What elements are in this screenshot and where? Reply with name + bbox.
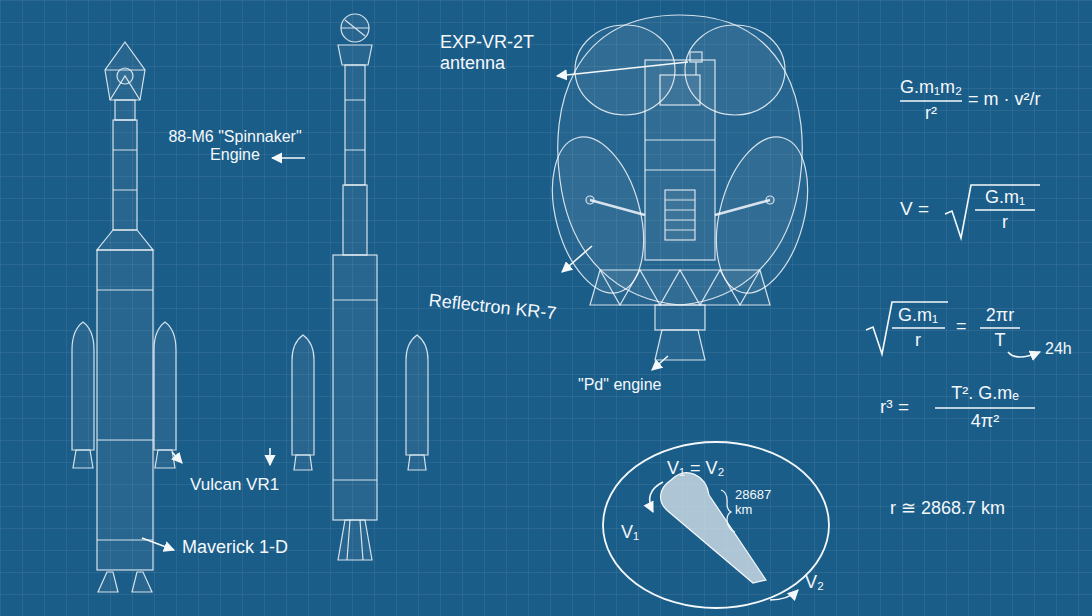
satellite [665,190,695,240]
orbit-ellipse: V₁ = V₂ V₁ 28687 km [601,440,831,610]
equation-term: 24h [1045,340,1072,358]
equation-term: r [915,330,921,351]
rocket-right [338,45,372,65]
leader-arrow [272,157,305,159]
rocket-right [333,300,377,480]
equation-term: V = [900,198,929,220]
velocity-label: V₂ [805,572,824,593]
equation-term: r [1002,212,1008,233]
rocket-right [408,455,426,470]
equation-term: V₁ = V₂ [667,458,725,479]
equation-strokes [866,101,1040,408]
rocket-left [97,230,153,250]
satellite [590,270,770,305]
satellite [690,52,702,62]
satellite [660,75,700,105]
equation-strokes [935,407,1035,409]
rocket-right [292,335,314,455]
equation-term: r² [925,103,937,124]
leader-arrow [562,246,592,272]
rocket-right [292,14,428,560]
equation-strokes [866,302,948,354]
equation-strokes [892,327,945,329]
rocket-left [73,450,93,468]
rocket-left [132,572,152,592]
rocket-left [105,42,145,100]
equation-term: 4π² [971,411,999,432]
result-value: r ≅ 2868.7 km [890,498,1005,519]
satellite [766,196,774,204]
equation-strokes [900,100,962,102]
leader-arrow [142,62,798,600]
rocket-right [343,185,367,255]
velocity-label: V₁ [621,522,639,543]
part-label: 88-M6 "Spinnaker" Engine [145,128,325,165]
rocket-left [72,322,94,450]
rocket-right [345,65,365,185]
leader-arrow [172,452,182,463]
orbit-arrow [650,482,663,512]
rocket-left [115,100,135,120]
satellite [655,330,705,360]
rocket-right [347,520,363,560]
equation-term: G.m₁ [898,305,938,326]
equation-term: G.m₁m₂ [900,77,962,98]
part-label: Maverick 1-D [182,537,288,558]
leader-arrow [269,448,271,465]
equation-term: G.m₁ [985,187,1025,208]
satellite [600,270,760,305]
rocket-right [338,520,372,560]
rocket-right [333,255,377,520]
equation-strokes [945,185,1040,238]
dimension-label: 28687 km [735,488,783,518]
rocket-left [97,290,153,540]
rocket-left [72,42,176,592]
satellite [665,200,695,230]
equation-strokes [1008,352,1040,357]
part-label: EXP-VR-2T antenna [440,32,560,73]
rocket-left [113,150,137,190]
equation-strokes [975,209,1035,211]
equation-term: = [956,316,967,337]
rocket-left [113,120,137,230]
part-label: Reflectron KR-7 [428,290,558,324]
satellite [537,15,824,360]
rocket-right [294,455,312,470]
part-label: Vulcan VR1 [190,475,279,495]
rocket-left [98,572,118,592]
part-label: "Pd" engine [578,376,661,394]
equation-term: 2πr [986,305,1014,326]
leader-arrow [652,356,668,370]
rocket-right [341,14,369,42]
equation-strokes [980,327,1020,329]
equation-term: r³ = [880,396,909,418]
dimension-bracket [721,490,735,532]
rocket-right [406,335,428,455]
leader-arrow [142,538,174,550]
leader-arrow [557,62,688,76]
rocket-left [97,250,153,570]
rocket-right [341,20,369,36]
satellite [695,62,696,75]
equation-term: T². G.mₑ [951,383,1019,404]
equation-term: = m · v²/r [968,89,1041,110]
orbit-outline [603,442,829,608]
satellite [645,60,715,260]
satellite [586,196,594,204]
rocket-left [105,70,145,100]
equation-term: T [995,330,1006,351]
rocket-right [345,100,365,150]
satellite [645,140,715,170]
satellite [655,305,705,330]
rocket-left [154,322,176,450]
